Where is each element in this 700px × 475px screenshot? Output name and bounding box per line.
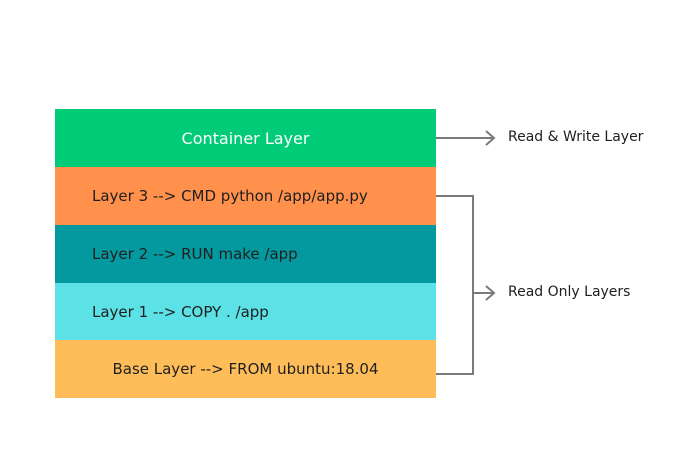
base-layer-label: Base Layer --> FROM ubuntu:18.04 xyxy=(112,360,379,378)
read-write-arrow-head xyxy=(485,130,496,146)
layer-3-label: Layer 3 --> CMD python /app/app.py xyxy=(92,187,368,205)
layer-2: Layer 2 --> RUN make /app xyxy=(55,225,436,283)
layer-2-label: Layer 2 --> RUN make /app xyxy=(92,245,298,263)
container-layer-label: Container Layer xyxy=(181,128,310,148)
container-layer: Container Layer xyxy=(55,109,436,167)
read-only-bracket xyxy=(436,195,474,375)
read-write-label: Read & Write Layer xyxy=(508,129,644,145)
layer-1: Layer 1 --> COPY . /app xyxy=(55,283,436,340)
base-layer: Base Layer --> FROM ubuntu:18.04 xyxy=(55,340,436,398)
layer-3: Layer 3 --> CMD python /app/app.py xyxy=(55,167,436,225)
read-only-arrow-head xyxy=(485,285,496,301)
read-only-label: Read Only Layers xyxy=(508,284,631,300)
layer-1-label: Layer 1 --> COPY . /app xyxy=(92,302,269,321)
